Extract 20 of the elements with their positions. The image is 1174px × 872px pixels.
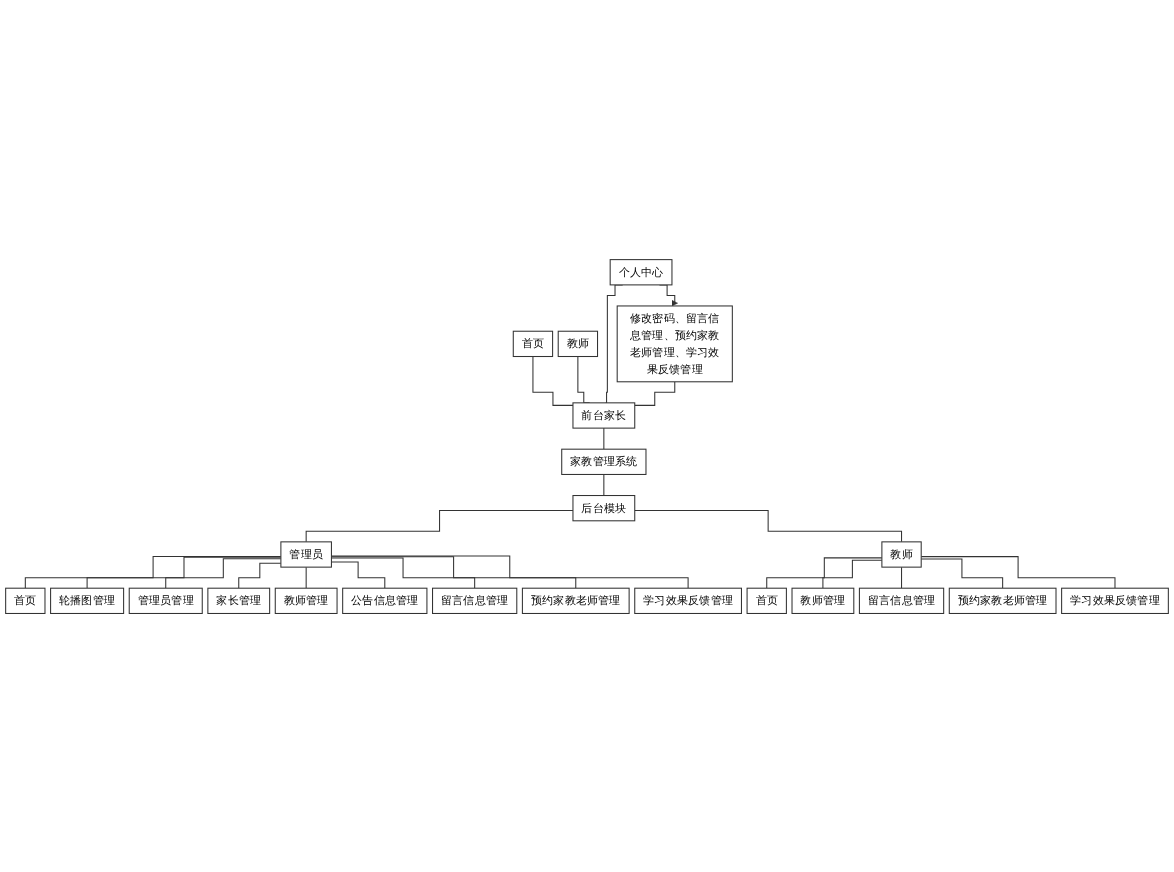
connector <box>330 556 476 589</box>
connector <box>86 556 282 589</box>
connector <box>901 566 903 589</box>
connector <box>634 380 676 406</box>
connector <box>532 355 574 406</box>
connector <box>165 557 282 589</box>
connector <box>634 509 903 542</box>
connector <box>305 509 574 542</box>
connector <box>603 473 605 496</box>
connector <box>238 562 282 589</box>
connector <box>330 555 577 589</box>
connector <box>766 556 883 589</box>
connector <box>330 560 386 589</box>
connector <box>920 557 1004 589</box>
connector <box>24 555 282 589</box>
connector <box>603 427 605 450</box>
connector <box>822 559 883 589</box>
connector <box>920 555 1116 589</box>
connector <box>330 554 689 589</box>
connector <box>305 566 307 589</box>
